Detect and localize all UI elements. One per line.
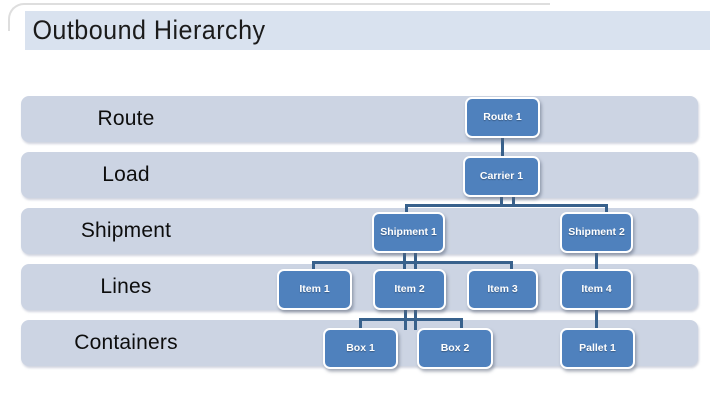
connector-drop-box2 — [460, 318, 463, 331]
slide-corner-border — [8, 3, 550, 31]
node-label: Item 3 — [487, 282, 518, 295]
node-box-1: Box 1 — [323, 328, 398, 369]
connector-bar-items — [312, 261, 513, 264]
connector-carrier1-stub-left — [500, 195, 503, 207]
node-item-3: Item 3 — [467, 269, 538, 310]
node-label: Carrier 1 — [479, 169, 524, 182]
node-item-2: Item 2 — [373, 269, 446, 310]
node-shipment-2: Shipment 2 — [560, 212, 633, 253]
node-route-1: Route 1 — [465, 97, 540, 138]
connector-bar-shipments — [405, 204, 608, 207]
connector-drop-item1 — [312, 261, 315, 272]
slide-title-band: Outbound Hierarchy — [25, 11, 710, 50]
node-pallet-1: Pallet 1 — [560, 328, 635, 369]
node-label: Box 1 — [346, 341, 375, 354]
row-label-load: Load — [102, 163, 150, 186]
node-carrier-1: Carrier 1 — [463, 156, 540, 197]
connector-drop-box1 — [359, 318, 362, 331]
node-label: Pallet 1 — [579, 341, 616, 354]
node-label: Item 4 — [581, 282, 612, 295]
connector-shipment2-to-item4 — [595, 251, 598, 272]
row-band-load: Load — [21, 152, 698, 198]
node-label: Shipment 1 — [380, 225, 437, 238]
connector-route1-to-carrier1 — [501, 135, 504, 159]
connector-item4-to-pallet1 — [595, 308, 598, 331]
row-label-shipment: Shipment — [80, 219, 172, 242]
row-band-route: Route — [21, 96, 698, 142]
node-label: Item 2 — [394, 282, 425, 295]
connector-drop-item3 — [510, 261, 513, 272]
node-label: Route 1 — [483, 110, 522, 123]
page-title: Outbound Hierarchy — [32, 15, 266, 45]
node-shipment-1: Shipment 1 — [372, 212, 445, 253]
row-label-route: Route — [97, 107, 155, 130]
row-label-lines: Lines — [100, 275, 152, 298]
connector-bar-boxes — [359, 318, 463, 321]
node-label: Shipment 2 — [568, 225, 625, 238]
node-item-1: Item 1 — [277, 269, 352, 310]
connector-carrier1-stub-right — [512, 195, 515, 207]
node-item-4: Item 4 — [560, 269, 633, 310]
node-box-2: Box 2 — [417, 328, 493, 369]
connector-drop-shipment1 — [405, 204, 408, 215]
connector-drop-shipment2 — [605, 204, 608, 215]
node-label: Box 2 — [440, 341, 470, 354]
node-label: Item 1 — [299, 282, 330, 295]
row-label-containers: Containers — [74, 331, 178, 354]
